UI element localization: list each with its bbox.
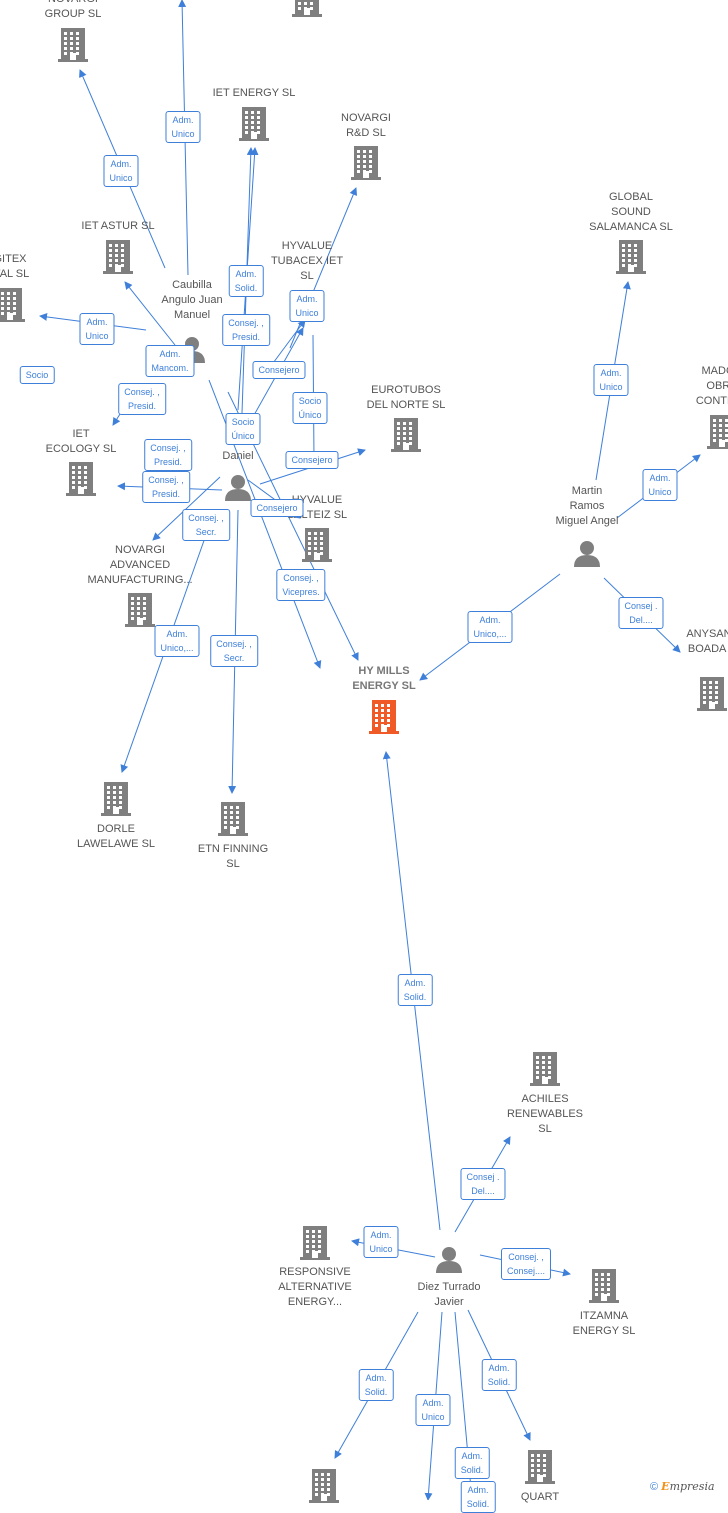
relation-badge[interactable]: Adm.Unico (79, 313, 115, 345)
building-icon[interactable] (292, 0, 322, 22)
company-label[interactable]: ANYSAN IBOADA S (686, 628, 728, 655)
building-icon[interactable] (300, 1226, 330, 1265)
relation-badge[interactable]: Adm.Unico (363, 1226, 399, 1258)
relation-badge[interactable]: Adm.Solid. (228, 265, 264, 297)
company-label[interactable]: MADOCOBRACONTRAT (695, 365, 728, 407)
building-icon[interactable] (369, 700, 399, 739)
person-icon[interactable] (573, 541, 601, 572)
relation-badge[interactable]: Adm.Unico,... (467, 611, 513, 643)
footer-brand: © Empresia (650, 1480, 715, 1493)
building-icon[interactable] (391, 418, 421, 457)
building-icon[interactable] (351, 146, 381, 185)
relation-badge[interactable]: Consej. ,Secr. (182, 509, 230, 541)
company-label[interactable]: IET ASTUR SL (81, 220, 155, 232)
relation-badge[interactable]: Consejero (252, 361, 306, 379)
relation-badge[interactable]: Consej. ,Secr. (210, 635, 258, 667)
building-icon[interactable] (530, 1052, 560, 1091)
company-label[interactable]: QUART (520, 1491, 560, 1503)
relation-badge[interactable]: Adm.Unico (593, 364, 629, 396)
relation-badge[interactable]: Adm.Unico (642, 469, 678, 501)
relation-badge[interactable]: Consej. ,Consej.... (500, 1248, 552, 1280)
person-icon[interactable] (224, 475, 252, 506)
building-icon[interactable] (66, 462, 96, 501)
building-icon[interactable] (697, 677, 727, 716)
company-label[interactable]: NOVARGIGROUP SL (44, 0, 102, 20)
relation-badge[interactable]: Adm.Solid. (454, 1447, 490, 1479)
building-icon[interactable] (58, 28, 88, 67)
relation-badge[interactable]: Consej .Del.... (618, 597, 664, 629)
building-icon[interactable] (239, 107, 269, 146)
relation-badge[interactable]: Adm.Unico (103, 155, 139, 187)
copyright-symbol: © (650, 1481, 659, 1493)
person-label[interactable]: Daniel (222, 450, 254, 462)
relation-edge (124, 281, 176, 346)
relation-badge[interactable]: Consej. ,Presid. (222, 314, 270, 346)
building-icon[interactable] (616, 240, 646, 279)
person-icon[interactable] (435, 1247, 463, 1278)
building-icon[interactable] (103, 240, 133, 279)
relation-badge[interactable]: Adm.Unico (415, 1394, 451, 1426)
building-icon[interactable] (218, 802, 248, 841)
relation-badge[interactable]: Consej. ,Presid. (118, 383, 166, 415)
relation-badge[interactable]: Socio (19, 366, 55, 384)
relation-badge[interactable]: Adm.Solid. (481, 1359, 517, 1391)
relation-badge[interactable]: Adm.Unico (289, 290, 325, 322)
building-icon[interactable] (525, 1450, 555, 1489)
building-icon[interactable] (707, 415, 728, 454)
relation-badge[interactable]: Consejero (285, 451, 339, 469)
relation-edge (152, 476, 221, 541)
relation-badge[interactable]: Adm.Unico (165, 111, 201, 143)
building-icon[interactable] (589, 1269, 619, 1308)
building-icon[interactable] (101, 782, 131, 821)
relation-badge[interactable]: Adm.Mancom. (145, 345, 195, 377)
relation-badge[interactable]: Consejero (250, 499, 304, 517)
relation-badge[interactable]: Adm.Solid. (460, 1481, 496, 1513)
company-label[interactable]: GITEXITAL SL (0, 253, 30, 280)
building-icon[interactable] (125, 593, 155, 632)
brand-logo: Empresia (661, 1480, 715, 1493)
relation-badge[interactable]: Adm.Solid. (358, 1369, 394, 1401)
relation-badge[interactable]: Consej. ,Presid. (144, 439, 192, 471)
building-icon[interactable] (302, 528, 332, 567)
building-icon[interactable] (0, 288, 25, 327)
relation-badge[interactable]: Consej .Del.... (460, 1168, 506, 1200)
relation-badge[interactable]: Consej. ,Presid. (142, 471, 190, 503)
building-icon[interactable] (309, 1469, 339, 1508)
relation-badge[interactable]: Consej. ,Vicepres. (276, 569, 326, 601)
relation-badge[interactable]: Adm.Solid. (397, 974, 433, 1006)
relation-badge[interactable]: Adm.Unico,... (154, 625, 200, 657)
company-label[interactable]: IET ENERGY SL (212, 87, 296, 99)
